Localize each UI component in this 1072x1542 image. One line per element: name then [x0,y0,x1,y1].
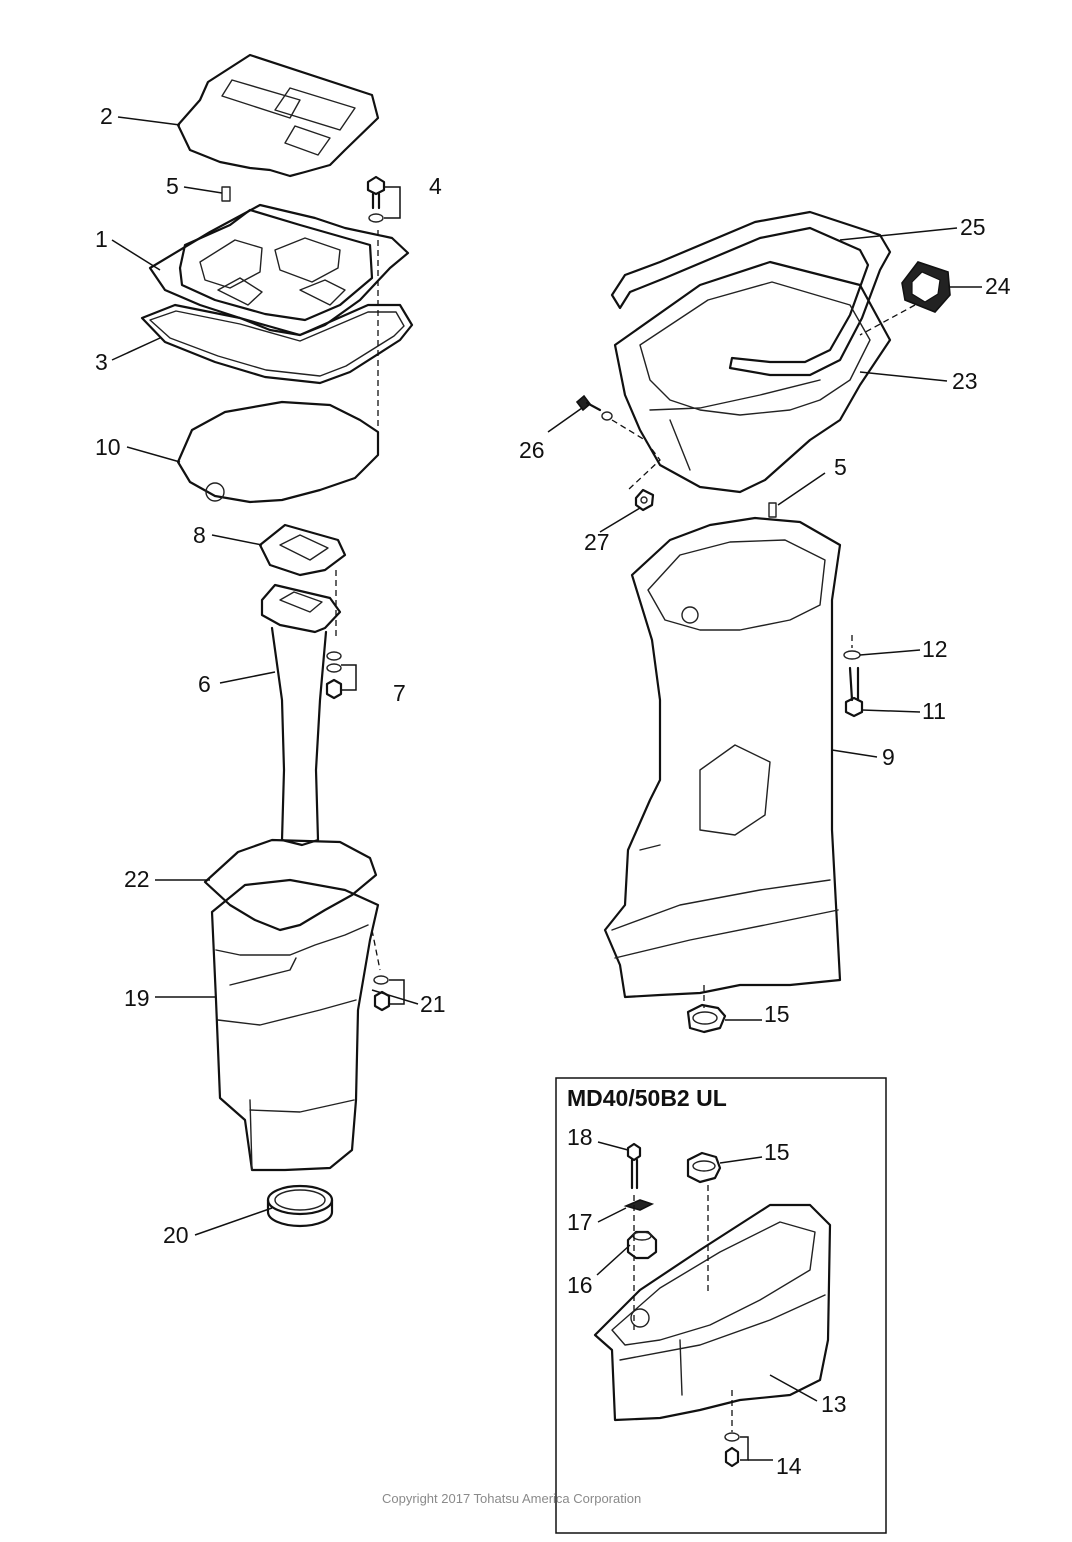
callout-20: 20 [163,1222,189,1248]
callout-17: 17 [567,1209,593,1235]
callout-25: 25 [960,214,986,240]
part-25-handle [610,210,892,377]
part-4-bolt [366,175,386,223]
callout-18: 18 [567,1124,593,1150]
part-16-bushing [626,1230,658,1260]
part-22-gasket [203,838,378,932]
callout-24: 24 [985,273,1011,299]
part-8-gasket [258,523,347,577]
part-23-tray [613,260,892,494]
callout-11: 11 [922,698,946,724]
alignment-line [371,929,381,971]
part-13-lower-housing [593,1203,832,1422]
callout-2: 2 [100,103,113,129]
part-7-bolt [325,651,343,700]
part-5-dowel-pin-left [221,186,231,202]
part-20-seal-ring [266,1184,334,1228]
callout-12: 12 [922,636,948,662]
callout-7: 7 [393,680,406,706]
callout-8: 8 [193,522,206,548]
callout-10: 10 [95,434,121,460]
callout-5-right: 5 [834,454,847,480]
callout-15-inset: 15 [764,1139,790,1165]
callout-1: 1 [95,226,108,252]
callout-5-left: 5 [166,173,179,199]
callout-4: 4 [429,173,442,199]
part-18-bolt [626,1142,642,1190]
callout-21: 21 [420,991,446,1017]
callout-26: 26 [519,437,545,463]
part-27-nut [634,488,655,512]
part-14-bolt [724,1432,740,1468]
part-24-block [901,261,951,313]
part-11-long-bolt [844,666,864,718]
part-19-oil-pan [210,878,380,1172]
inset-panel [555,1077,887,1534]
alignment-line [611,419,661,491]
part-12-washer [843,650,861,660]
callout-15: 15 [764,1001,790,1027]
part-2-gasket [176,53,380,178]
part-3-seal [140,303,414,385]
callout-16: 16 [567,1272,593,1298]
part-10-gasket [176,400,380,504]
part-9-drive-shaft-housing [603,516,842,999]
part-5-dowel-pin-right [768,502,777,518]
part-6-exhaust-pipe [260,583,342,847]
part-15-rubber-mount-inset [686,1151,722,1184]
alignment-line [859,304,916,336]
callout-9: 9 [882,744,895,770]
part-21-bolt [373,975,391,1012]
callout-13: 13 [821,1391,847,1417]
part-26-screw [575,394,613,421]
callout-3: 3 [95,349,108,375]
callout-27: 27 [584,529,610,555]
callout-6: 6 [198,671,211,697]
leader-lines [111,116,982,1461]
part-17-clip [623,1199,655,1211]
copyright-notice: Copyright 2017 Tohatsu America Corporati… [382,1491,641,1506]
callout-23: 23 [952,368,978,394]
part-15-rubber-mount [686,1003,727,1034]
callout-19: 19 [124,985,150,1011]
callout-22: 22 [124,866,150,892]
inset-title: MD40/50B2 UL [567,1085,727,1111]
callout-14: 14 [776,1453,802,1479]
part-1-engine-holder [148,203,410,337]
